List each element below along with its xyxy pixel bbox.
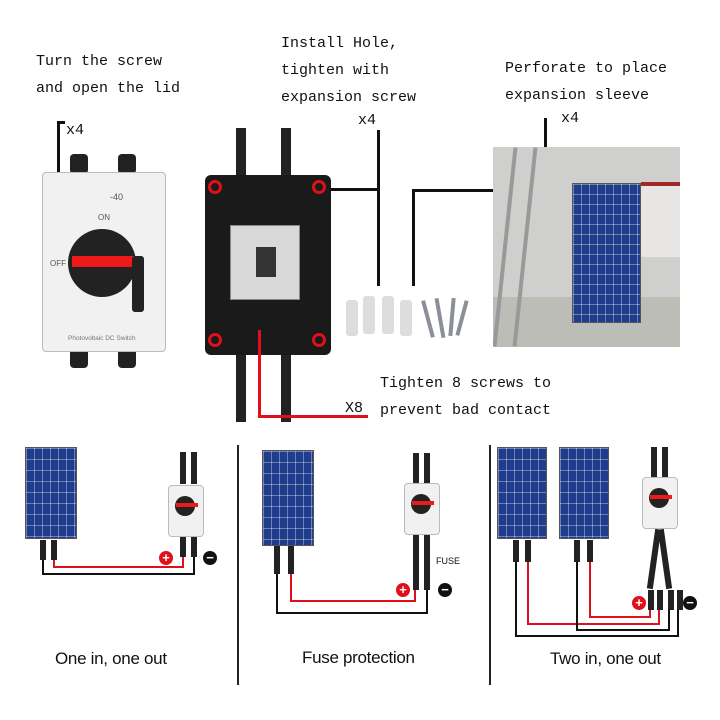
minus-icon: − bbox=[203, 551, 217, 565]
switch-rating: -40 bbox=[110, 192, 124, 202]
divider bbox=[489, 445, 491, 685]
fuse-label: FUSE bbox=[436, 556, 461, 566]
step3-count: x4 bbox=[561, 110, 580, 127]
plus-icon: + bbox=[396, 583, 410, 597]
installation-photo bbox=[493, 147, 680, 347]
minus-icon: − bbox=[438, 583, 452, 597]
step2-text: Install Hole, tighten with expansion scr… bbox=[281, 35, 417, 106]
switch-on-label: ON bbox=[98, 213, 110, 222]
install-hole bbox=[312, 180, 326, 194]
switch-name: Photovoltaic DC Switch bbox=[68, 335, 136, 342]
switch-off-label: OFF bbox=[50, 259, 66, 268]
caption-fuse-protection: Fuse protection bbox=[302, 648, 415, 667]
install-hole bbox=[208, 180, 222, 194]
install-hole bbox=[208, 333, 222, 347]
step4-pointer bbox=[258, 330, 261, 418]
switch-handle bbox=[72, 256, 142, 267]
minus-icon: − bbox=[683, 596, 697, 610]
caption-one-in-one-out: One in, one out bbox=[55, 649, 167, 668]
plus-icon: + bbox=[632, 596, 646, 610]
step4-count: X8 bbox=[345, 400, 364, 417]
step1-count: x4 bbox=[66, 122, 85, 139]
step1-text: Turn the screw and open the lid bbox=[36, 53, 181, 97]
step4-text: Tighten 8 screws to prevent bad contact bbox=[380, 375, 552, 419]
caption-two-in-one-out: Two in, one out bbox=[550, 649, 661, 668]
divider bbox=[237, 445, 239, 685]
plus-icon: + bbox=[159, 551, 173, 565]
step1-pointer bbox=[57, 121, 60, 173]
install-hole bbox=[312, 333, 326, 347]
step3-text: Perforate to place expansion sleeve bbox=[505, 60, 668, 104]
step1-pointer-h bbox=[57, 121, 65, 124]
step2-count: x4 bbox=[358, 112, 377, 129]
step2-pointer bbox=[377, 130, 380, 190]
